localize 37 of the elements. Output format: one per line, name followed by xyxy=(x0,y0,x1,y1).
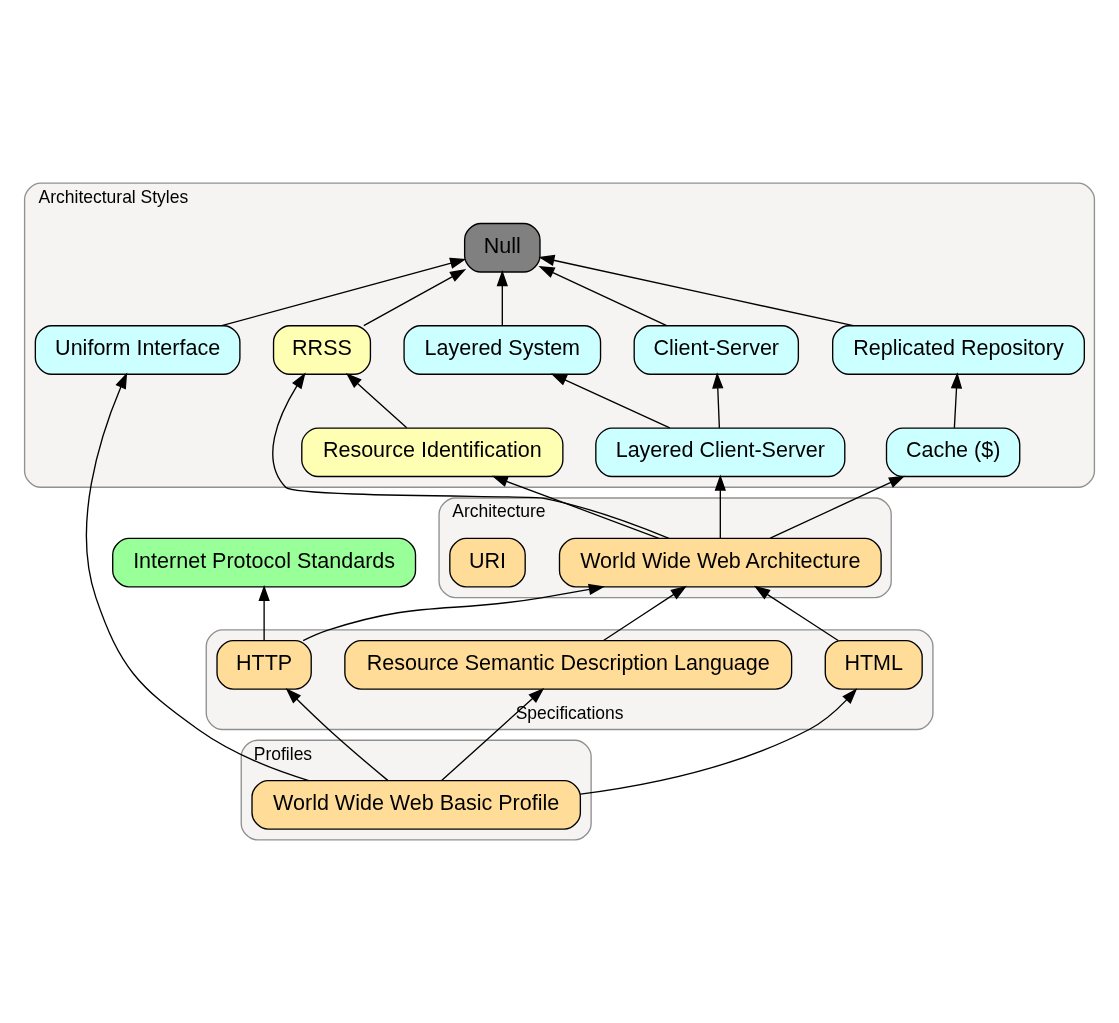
arrow xyxy=(754,585,839,642)
node-box: Null xyxy=(463,222,541,273)
node-box: Uniform Interface xyxy=(34,325,241,375)
node-box: Internet Protocol Standards xyxy=(112,537,417,588)
node-box: Client-Server xyxy=(633,325,800,375)
arrow xyxy=(491,475,660,539)
node-box: Resource Semantic Description Language xyxy=(344,640,793,690)
node-box: World Wide Web Architecture xyxy=(558,537,882,588)
node-box: URI xyxy=(449,537,526,588)
arrow xyxy=(285,688,389,782)
arrow xyxy=(538,254,854,327)
node-box: HTML xyxy=(824,640,923,690)
node-box: Replicated Repository xyxy=(832,325,1085,375)
arrow xyxy=(302,583,605,642)
arrow xyxy=(440,687,545,782)
arrow xyxy=(579,688,858,795)
arrow xyxy=(769,475,906,539)
arrow xyxy=(345,372,408,429)
arrow xyxy=(258,584,270,642)
node-box: Layered System xyxy=(403,325,602,375)
arrow xyxy=(272,372,670,540)
node-box: HTTP xyxy=(216,640,312,690)
node-box: Cache ($) xyxy=(885,427,1021,478)
arrow xyxy=(714,474,726,539)
node-box: RRSS xyxy=(272,325,372,375)
arrow xyxy=(538,265,668,327)
node-box: Layered Client-Server xyxy=(595,427,846,478)
arrow xyxy=(221,257,467,327)
arrow xyxy=(85,372,310,782)
arrow xyxy=(602,585,687,642)
node-box: Resource Identification xyxy=(301,427,564,478)
node-box: World Wide Web Basic Profile xyxy=(251,779,582,830)
arrow xyxy=(496,270,508,327)
arrow xyxy=(950,372,963,429)
arrow xyxy=(550,373,671,429)
arrow xyxy=(712,372,724,429)
arrow xyxy=(363,269,467,327)
